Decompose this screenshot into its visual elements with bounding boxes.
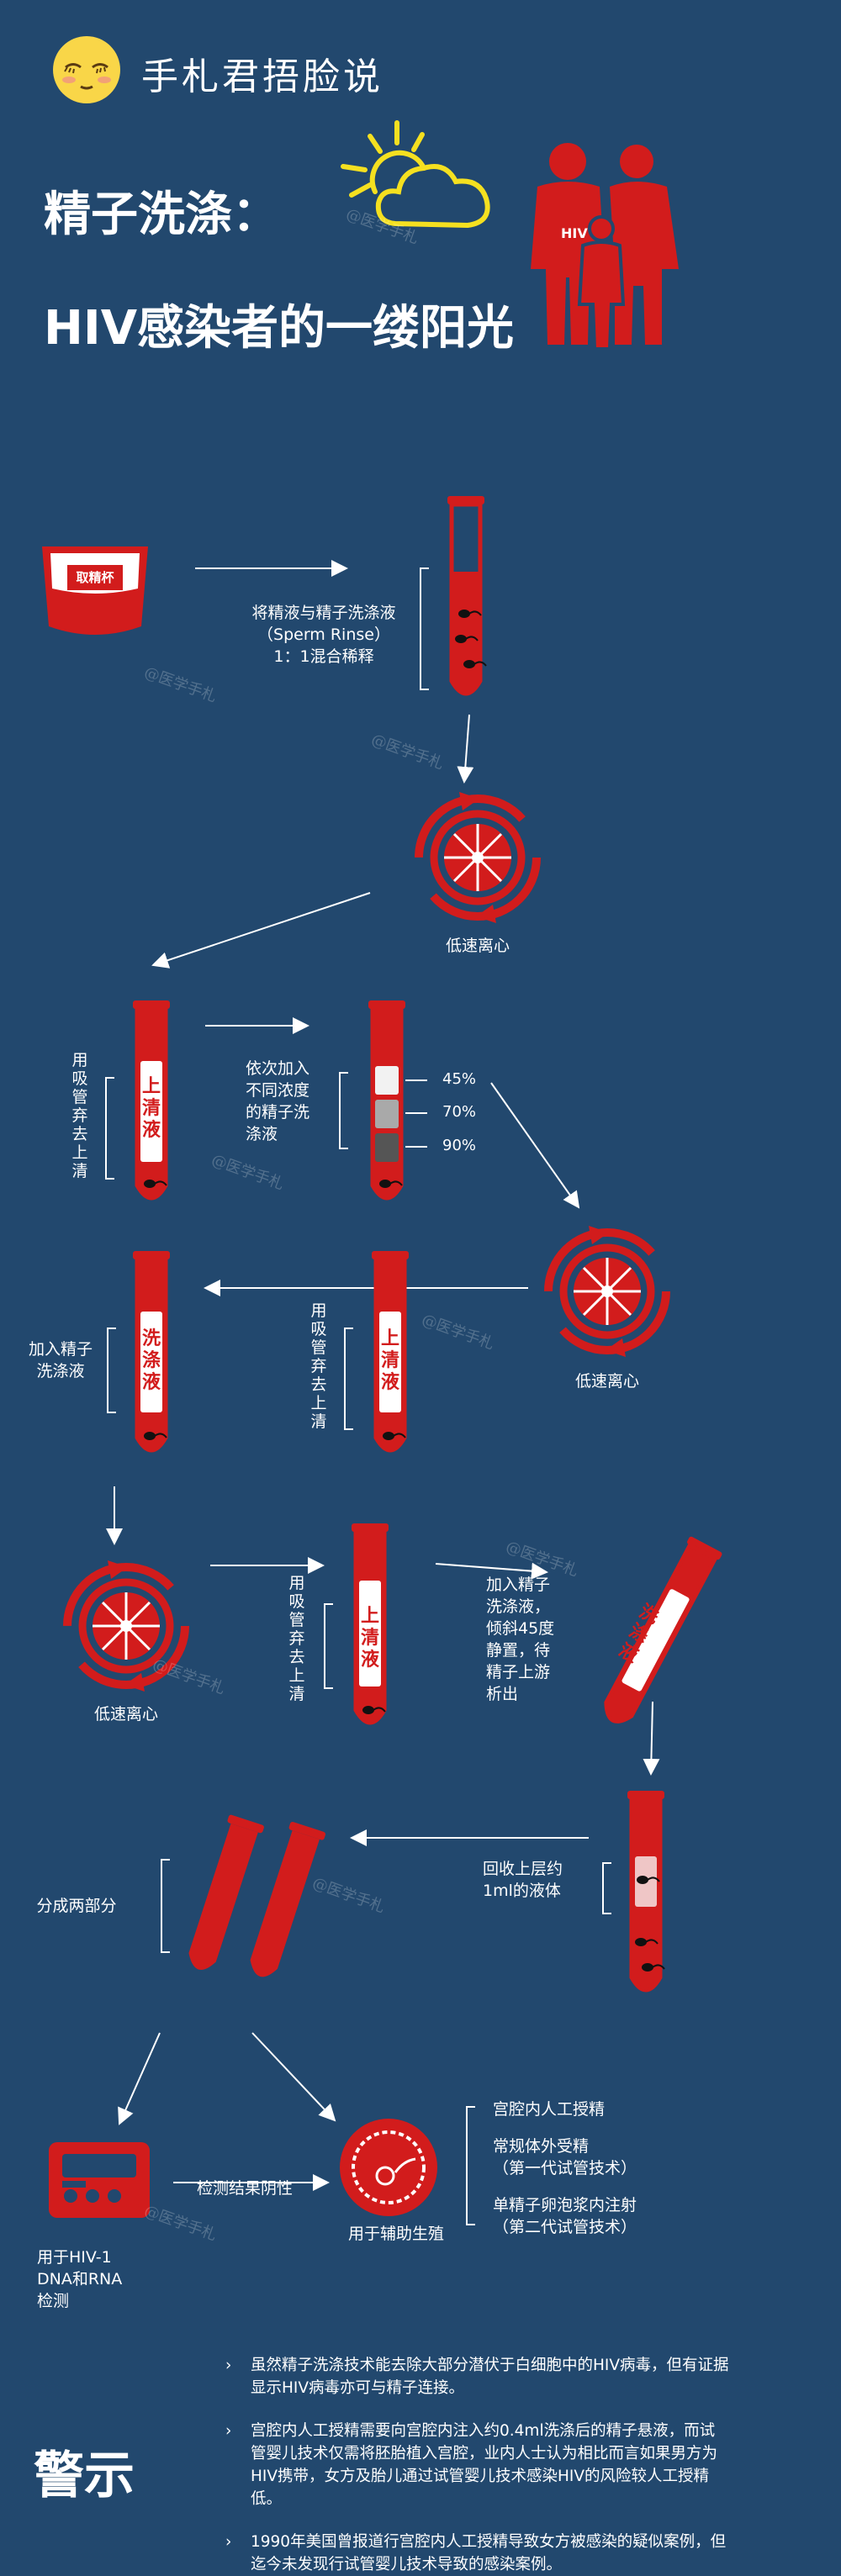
- warning-item: › 1990年美国曾报道行宫腔内人工授精导致女方被感染的疑似案例，但迄今未发现行…: [225, 2531, 730, 2576]
- brand-name: 手札君捂脸说: [141, 55, 383, 98]
- tube-label-wash-1: 洗涤液: [141, 1328, 161, 1393]
- warning-item-text: 宫腔内人工授精需要向宫腔内注入约0.4ml洗涤后的精子悬液，而试管婴儿技术仅需将…: [251, 2422, 718, 2508]
- step-split: 分成两部分: [36, 1897, 117, 1915]
- step-add-wash-line2: 洗涤液: [36, 1362, 85, 1380]
- step-tilt-line4: 静置，待: [486, 1641, 551, 1660]
- step-tilt-line1: 加入精子: [486, 1576, 551, 1594]
- tube-label-supernatant-1: 上清液: [141, 1076, 161, 1141]
- step-mix-line1: 将精液与精子洗涤液: [251, 604, 396, 622]
- art-method-icsi: 单精子卵泡浆内注射: [493, 2196, 637, 2214]
- step-test-negative: 检测结果阴性: [196, 2179, 293, 2198]
- test-tube-tilted: [604, 1536, 722, 1723]
- emoji-face-icon: [50, 34, 123, 106]
- warning-list: › 虽然精子洗涤技术能去除大部分潜伏于白细胞中的HIV病毒，但有证据显示HIV病…: [225, 2354, 730, 2576]
- sun-cloud-icon: [336, 118, 505, 235]
- chevron-right-icon: ›: [225, 2422, 232, 2440]
- hiv-tag: HIV: [561, 225, 588, 241]
- label-for-test-line1: 用于HIV-1: [37, 2248, 112, 2267]
- label-for-art: 用于辅助生殖: [347, 2225, 444, 2243]
- step-add-gradient-line4: 涤液: [246, 1125, 278, 1143]
- step-discard-3: 用吸管弃去上清: [288, 1574, 305, 1703]
- step-collect-line2: 1ml的液体: [483, 1882, 561, 1900]
- step-add-wash-line1: 加入精子: [28, 1340, 93, 1359]
- label-for-test-line2: DNA和RNA: [37, 2270, 123, 2288]
- cup-label: 取精杯: [76, 570, 114, 585]
- header: 手札君捂脸说 精子洗涤： HIV感染者的一缕阳光: [0, 0, 841, 387]
- test-tube-wash-1: [133, 1251, 170, 1453]
- art-method-ivf: 常规体外受精: [493, 2137, 590, 2156]
- test-tube-supernatant-3: [352, 1523, 389, 1725]
- step-mix-line2: （Sperm Rinse）: [257, 626, 390, 644]
- step-add-gradient-line3: 的精子洗: [246, 1103, 310, 1122]
- test-tube-supernatant-2: [372, 1251, 409, 1453]
- test-tube-gradient: [368, 1000, 405, 1201]
- warning-item-text: 虽然精子洗涤技术能去除大部分潜伏于白细胞中的HIV病毒，但有证据显示HIV病毒亦…: [251, 2357, 729, 2397]
- step-add-gradient-line2: 不同浓度: [246, 1081, 310, 1100]
- step-tilt-line5: 精子上游: [486, 1663, 551, 1681]
- tube-label-supernatant-2: 上清液: [380, 1328, 399, 1393]
- step-add-wash: 加入精子 洗涤液: [19, 1338, 103, 1382]
- art-method-icsi-note: （第二代试管技术）: [493, 2218, 637, 2236]
- art-method-ivf-note: （第一代试管技术）: [493, 2159, 637, 2177]
- test-tube-supernatant-1: [133, 1000, 170, 1201]
- warning-item: › 虽然精子洗涤技术能去除大部分潜伏于白细胞中的HIV病毒，但有证据显示HIV病…: [225, 2354, 730, 2399]
- chevron-right-icon: ›: [225, 2357, 232, 2374]
- warning-title: 警示: [34, 2447, 135, 2505]
- centrifuge-label-3: 低速离心: [93, 1705, 158, 1723]
- step-tilt: 加入精子 洗涤液， 倾斜45度 静置，待 精子上游 析出: [486, 1574, 570, 1705]
- page-title-line2: HIV感染者的一缕阳光: [44, 301, 515, 356]
- step-tilt-line3: 倾斜45度: [486, 1619, 555, 1638]
- family-icon: HIV: [526, 143, 685, 351]
- chevron-right-icon: ›: [225, 2533, 232, 2551]
- egg-sperm-icon: [340, 2119, 437, 2216]
- gradient-70: 70%: [442, 1103, 477, 1121]
- two-tubes-icon: [188, 1814, 326, 1977]
- gradient-45: 45%: [442, 1070, 477, 1088]
- detection-device-icon: [49, 2142, 150, 2218]
- label-for-test-line3: 检测: [37, 2292, 70, 2310]
- art-method-iui: 宫腔内人工授精: [493, 2100, 606, 2119]
- step-discard-2: 用吸管弃去上清: [310, 1301, 327, 1431]
- flow-diagram: [42, 496, 722, 2225]
- centrifuge-label-2: 低速离心: [574, 1372, 639, 1391]
- step-mix-text: 将精液与精子洗涤液 （Sperm Rinse） 1：1混合稀释: [227, 602, 420, 668]
- warning-item: › 宫腔内人工授精需要向宫腔内注入约0.4ml洗涤后的精子悬液，而试管婴儿技术仅…: [225, 2420, 730, 2510]
- step-tilt-line6: 析出: [486, 1685, 519, 1703]
- step-collect-line1: 回收上层约: [483, 1860, 563, 1878]
- step-add-gradient: 依次加入 不同浓度 的精子洗 涤液: [246, 1058, 335, 1145]
- step-mix-line3: 1：1混合稀释: [273, 647, 374, 666]
- step-collect: 回收上层约 1ml的液体: [483, 1858, 592, 1902]
- collection-cup-icon: [42, 546, 148, 635]
- tube-label-supernatant-3: 上清液: [360, 1606, 379, 1671]
- test-tube-collect: [627, 1791, 665, 1993]
- step-add-gradient-line1: 依次加入: [246, 1059, 310, 1078]
- step-tilt-line2: 洗涤液，: [486, 1597, 551, 1616]
- page-title-line1: 精子洗涤：: [44, 187, 279, 242]
- art-methods: 宫腔内人工授精 常规体外受精 （第一代试管技术） 单精子卵泡浆内注射 （第二代试…: [493, 2098, 711, 2238]
- centrifuge-label-1: 低速离心: [445, 937, 510, 955]
- step-discard-1: 用吸管弃去上清: [71, 1051, 88, 1180]
- gradient-90: 90%: [442, 1137, 477, 1154]
- test-tube-1: [447, 496, 487, 696]
- label-for-test: 用于HIV-1 DNA和RNA 检测: [37, 2246, 146, 2312]
- warning-item-text: 1990年美国曾报道行宫腔内人工授精导致女方被感染的疑似案例，但迄今未发现行试管…: [251, 2533, 727, 2573]
